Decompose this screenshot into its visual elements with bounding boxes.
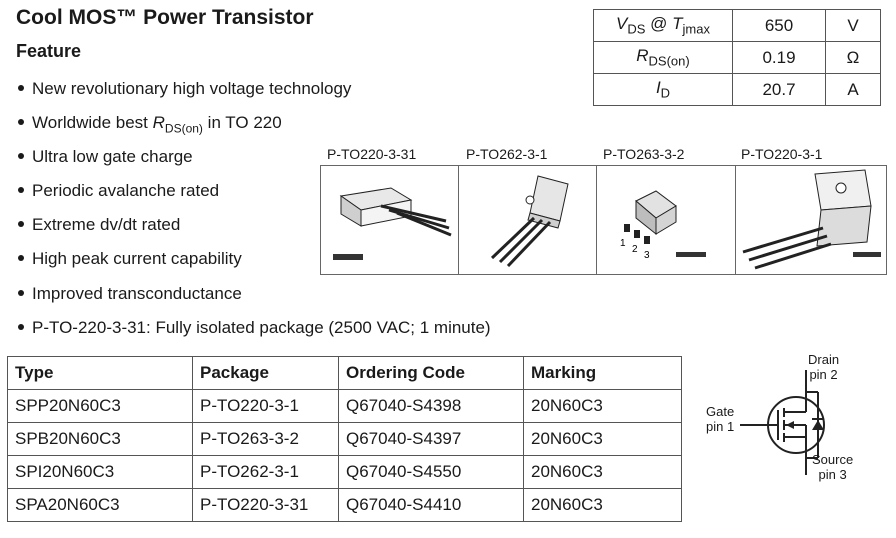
package-image-to262-3-1 [458,166,597,274]
table-cell: SPA20N60C3 [7,488,193,522]
column-header: Package [192,356,339,390]
feature-item: P-TO-220-3-31: Fully isolated package (2… [16,318,491,338]
summary-row: VDS @ Tjmax 650 V [593,9,881,42]
summary-unit: A [825,73,881,106]
bullet-icon [18,153,24,160]
bullet-icon [18,324,24,331]
package-image-to220-3-1 [735,166,886,274]
table-cell: SPI20N60C3 [7,455,193,489]
table-cell: P-TO263-3-2 [192,422,339,456]
bullet-icon [18,85,24,92]
table-cell: 20N60C3 [523,389,682,423]
bullet-icon [18,290,24,297]
bullet-icon [18,187,24,194]
feature-item: New revolutionary high voltage technolog… [16,79,351,99]
ordering-table: Type Package Ordering Code Marking SPP20… [7,356,682,522]
package-label: P-TO263-3-2 [603,146,685,162]
feature-item: Extreme dv/dt rated [16,215,180,235]
summary-row: RDS(on) 0.19 Ω [593,41,881,74]
package-image-to263-3-2: 1 2 3 [596,166,736,274]
summary-symbol: ID [593,73,733,106]
table-row: SPA20N60C3 P-TO220-3-31 Q67040-S4410 20N… [7,488,682,522]
bullet-icon [18,255,24,262]
table-cell: 20N60C3 [523,488,682,522]
page-title: Cool MOS™ Power Transistor [16,6,314,29]
table-header-row: Type Package Ordering Code Marking [7,356,682,390]
summary-value: 650 [732,9,826,42]
column-header: Type [7,356,193,390]
package-image-to220-3-31 [321,166,459,274]
mosfet-symbol-icon [740,370,825,475]
column-header: Ordering Code [338,356,524,390]
summary-unit: V [825,9,881,42]
summary-table: VDS @ Tjmax 650 V RDS(on) 0.19 Ω ID 20.7… [593,9,881,106]
table-cell: Q67040-S4398 [338,389,524,423]
feature-item: Ultra low gate charge [16,147,193,167]
feature-item: Worldwide best RDS(on) in TO 220 [16,113,282,135]
bullet-icon [18,119,24,126]
table-cell: 20N60C3 [523,422,682,456]
summary-value: 20.7 [732,73,826,106]
table-cell: SPP20N60C3 [7,389,193,423]
table-cell: 20N60C3 [523,455,682,489]
package-label: P-TO220-3-31 [327,146,417,162]
summary-symbol: RDS(on) [593,41,733,74]
summary-value: 0.19 [732,41,826,74]
pin-number: 3 [644,250,650,261]
feature-item: High peak current capability [16,249,242,269]
pin-number: 1 [620,238,626,249]
summary-row: ID 20.7 A [593,73,881,106]
table-cell: Q67040-S4410 [338,488,524,522]
bullet-icon [18,221,24,228]
package-label: P-TO262-3-1 [466,146,548,162]
table-cell: Q67040-S4550 [338,455,524,489]
table-cell: Q67040-S4397 [338,422,524,456]
pin-number: 2 [632,244,638,255]
table-cell: P-TO220-3-31 [192,488,339,522]
feature-heading: Feature [16,41,82,61]
column-header: Marking [523,356,682,390]
summary-unit: Ω [825,41,881,74]
feature-item: Improved transconductance [16,284,242,304]
table-cell: SPB20N60C3 [7,422,193,456]
package-images: 1 2 3 [320,165,887,275]
table-row: SPP20N60C3 P-TO220-3-1 Q67040-S4398 20N6… [7,389,682,423]
table-cell: P-TO262-3-1 [192,455,339,489]
summary-symbol: VDS @ Tjmax [593,9,733,42]
table-row: SPB20N60C3 P-TO263-3-2 Q67040-S4397 20N6… [7,422,682,456]
table-row: SPI20N60C3 P-TO262-3-1 Q67040-S4550 20N6… [7,455,682,489]
table-cell: P-TO220-3-1 [192,389,339,423]
package-label: P-TO220-3-1 [741,146,823,162]
feature-item: Periodic avalanche rated [16,181,219,201]
